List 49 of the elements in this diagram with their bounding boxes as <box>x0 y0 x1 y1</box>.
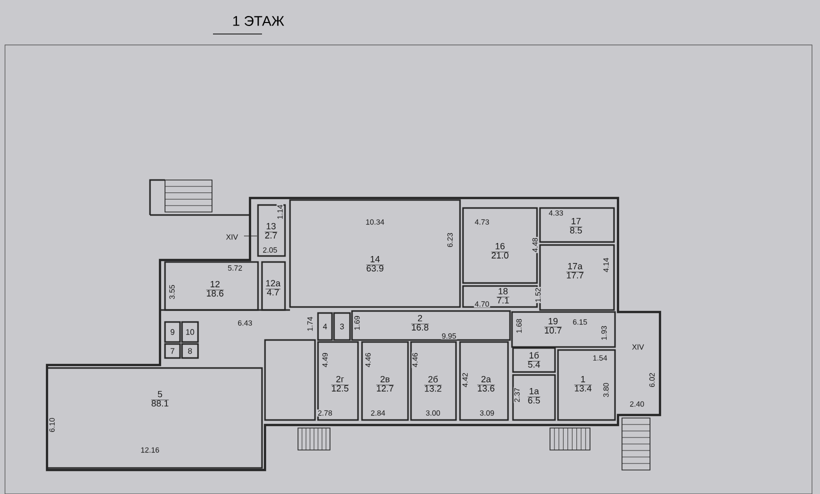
room-box <box>164 261 259 311</box>
room-box <box>459 341 509 421</box>
room-box <box>539 207 615 243</box>
room-label: 9 <box>170 329 174 335</box>
room-box <box>289 199 461 308</box>
room-label: 1а 6.5 <box>528 388 540 404</box>
room-label: 19 10.7 <box>544 318 562 334</box>
room-box <box>410 341 457 421</box>
room-box <box>462 207 538 284</box>
room-label: 13 2.7 <box>264 222 278 238</box>
room-label: 14 63.9 <box>366 256 384 272</box>
room-label: 2 16.8 <box>411 314 429 331</box>
room-box <box>511 311 616 348</box>
room-box <box>539 244 615 311</box>
title: 1 ЭТАЖ <box>233 16 284 26</box>
room-box <box>361 341 409 421</box>
room-box <box>181 321 199 343</box>
room-label: 7 <box>170 348 174 354</box>
room-box <box>46 367 263 469</box>
room-label: 18 7.1 <box>496 288 510 304</box>
room-label: 8 <box>188 348 192 354</box>
room-label: 10 <box>186 329 194 335</box>
room-box <box>257 204 286 257</box>
room-label: 12 18.6 <box>206 280 224 297</box>
room-label: 2а 13.6 <box>477 376 495 392</box>
room-box <box>164 343 181 359</box>
room-box <box>512 374 556 421</box>
room-label: 12а 4.7 <box>265 280 281 296</box>
room-label: 1б 5.4 <box>528 352 540 368</box>
room-box <box>512 347 556 373</box>
room-box <box>351 310 511 341</box>
room-label: 2б 13.2 <box>424 376 442 392</box>
room-label: 2в 12.7 <box>376 376 394 392</box>
room-box <box>181 343 199 359</box>
room-box <box>557 349 616 421</box>
room-label: 16 21.0 <box>491 242 509 259</box>
room-box <box>164 321 181 343</box>
room-label: 17 8.5 <box>570 218 582 234</box>
room-label: 4 <box>322 324 327 330</box>
room-label: 1 13.4 <box>574 376 592 392</box>
room-label: 3 <box>340 324 344 330</box>
room-box <box>317 312 333 341</box>
room-label: 5 88.1 <box>151 391 169 407</box>
room-box <box>317 341 359 421</box>
room-box <box>264 339 316 421</box>
room-label: 2г 12.5 <box>331 376 349 392</box>
room-label: 17а 17.7 <box>566 263 584 278</box>
room-box <box>333 312 351 341</box>
room-box <box>261 261 286 311</box>
